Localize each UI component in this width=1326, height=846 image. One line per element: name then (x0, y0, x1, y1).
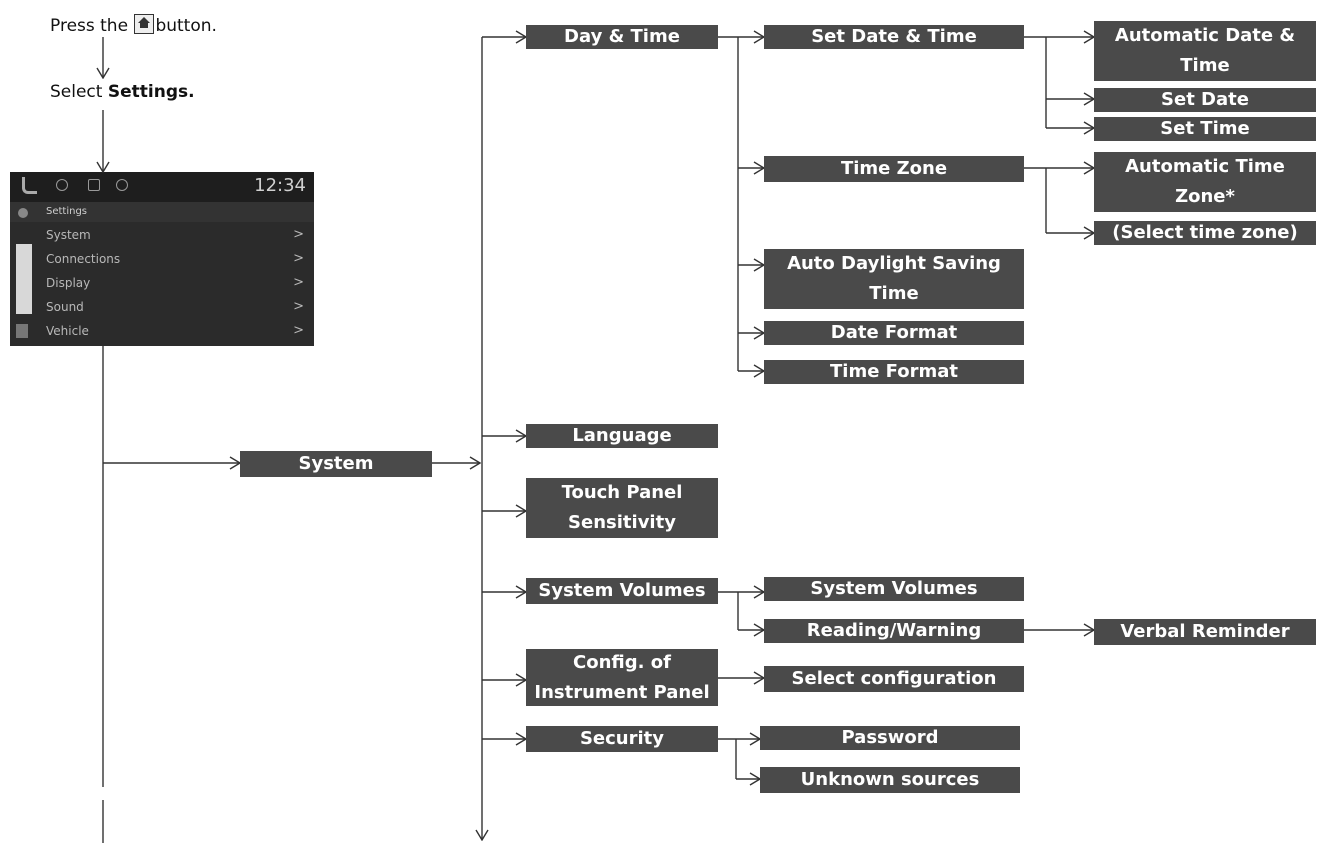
screen-item-display[interactable]: Display > (46, 275, 304, 290)
menu-unknown-sources: Unknown sources (760, 767, 1020, 793)
menu-day-time: Day & Time (526, 25, 718, 49)
menu-date-format: Date Format (764, 321, 1024, 345)
menu-language: Language (526, 424, 718, 448)
menu-set-time: Set Time (1094, 117, 1316, 141)
menu-auto-daylight-saving: Auto Daylight Saving Time (764, 249, 1024, 309)
menu-automatic-time-zone: Automatic Time Zone* (1094, 152, 1316, 212)
menu-system-volumes: System Volumes (526, 578, 718, 604)
menu-touch-panel-sensitivity: Touch Panel Sensitivity (526, 478, 718, 538)
screen-item-label: Vehicle (46, 324, 89, 338)
menu-automatic-date-time: Automatic Date & Time (1094, 21, 1316, 81)
menu-verbal-reminder: Verbal Reminder (1094, 619, 1316, 645)
menu-config-instrument-panel: Config. of Instrument Panel (526, 649, 718, 706)
menu-select-configuration: Select configuration (764, 666, 1024, 692)
screen-item-system[interactable]: System > (46, 227, 304, 242)
press-home-instruction: Press the button. (50, 14, 217, 36)
select-text: Select (50, 82, 108, 102)
menu-time-format: Time Format (764, 360, 1024, 384)
gear-icon (18, 208, 28, 218)
bluetooth-icon (16, 324, 28, 338)
screen-item-label: Connections (46, 252, 121, 266)
screen-item-label: Sound (46, 300, 84, 314)
screen-item-label: System (46, 228, 91, 242)
chevron-right-icon: > (293, 251, 304, 266)
screen-title: Settings (46, 206, 88, 217)
screen-item-vehicle[interactable]: Vehicle > (46, 323, 304, 338)
apps-icon (116, 179, 128, 191)
menu-select-time-zone: (Select time zone) (1094, 221, 1316, 245)
button-text: button. (155, 16, 217, 36)
period-text: . (188, 82, 195, 102)
chevron-right-icon: > (293, 275, 304, 290)
settings-screen: 12:34 Settings System > Connections > Disp… (10, 172, 314, 346)
menu-set-date-time: Set Date & Time (764, 25, 1024, 49)
chevron-right-icon: > (293, 323, 304, 338)
menu-reading-warning: Reading/Warning (764, 619, 1024, 643)
screen-item-sound[interactable]: Sound > (46, 299, 304, 314)
menu-system: System (240, 451, 432, 477)
menu-password: Password (760, 726, 1020, 750)
chevron-right-icon: > (293, 227, 304, 242)
screen-item-label: Display (46, 276, 91, 290)
clock-time: 12:34 (254, 175, 306, 196)
menu-time-zone: Time Zone (764, 156, 1024, 182)
scroll-indicator (16, 244, 32, 314)
settings-bold-text: Settings (107, 82, 189, 102)
select-settings-instruction: Select Settings. (50, 82, 195, 102)
navigation-icon (56, 179, 68, 191)
press-text: Press the (50, 16, 134, 36)
home-button-icon (134, 14, 155, 34)
phone-icon (22, 177, 37, 194)
audio-icon (88, 179, 100, 191)
menu-system-volumes-sub: System Volumes (764, 577, 1024, 601)
menu-set-date: Set Date (1094, 88, 1316, 112)
chevron-right-icon: > (293, 299, 304, 314)
screen-item-connections[interactable]: Connections > (46, 251, 304, 266)
title-bar (10, 202, 314, 222)
menu-security: Security (526, 726, 718, 752)
